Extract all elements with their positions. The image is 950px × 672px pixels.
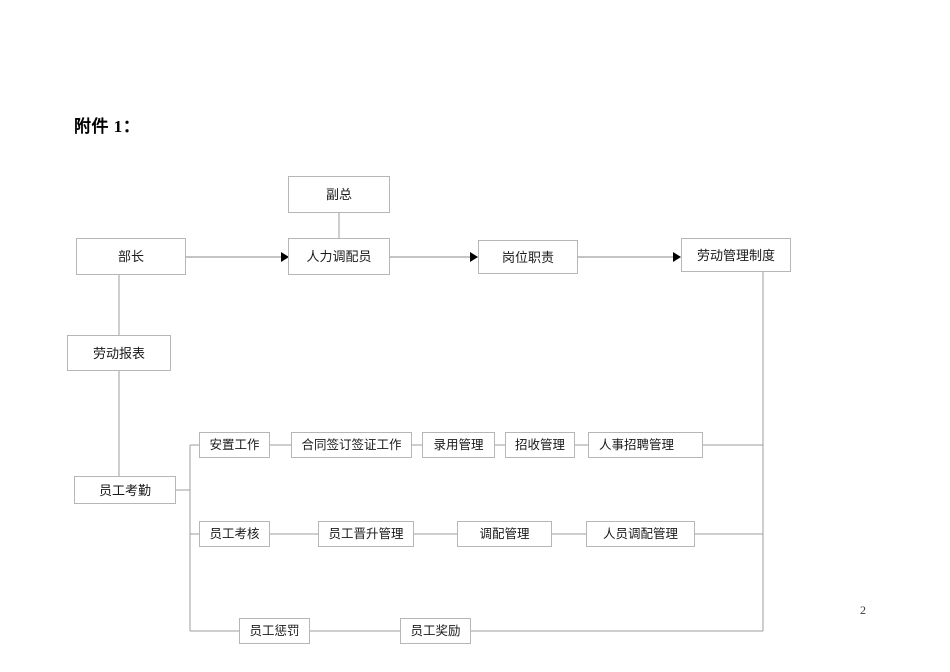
node-hr-allocator[interactable]: 人力调配员 <box>288 238 390 275</box>
node-personnel-recruitment-management[interactable]: 人事招聘管理 <box>588 432 703 458</box>
node-label-hr-allocator: 人力调配员 <box>306 249 372 264</box>
node-personnel-deployment-management[interactable]: 人员调配管理 <box>586 521 695 547</box>
node-label-employee-punishment: 员工惩罚 <box>249 623 300 638</box>
node-label-job-duties: 岗位职责 <box>501 249 554 265</box>
node-label-labor-management-system: 劳动管理制度 <box>696 247 775 263</box>
node-department-head[interactable]: 部长 <box>76 238 186 275</box>
node-recruitment-intake-management[interactable]: 招收管理 <box>505 432 575 458</box>
node-employment-management[interactable]: 录用管理 <box>422 432 495 458</box>
node-employee-assessment[interactable]: 员工考核 <box>199 521 270 547</box>
node-label-recruitment-intake-management: 招收管理 <box>514 437 565 452</box>
node-label-vice-president: 副总 <box>325 187 352 202</box>
page-number: 2 <box>860 603 866 617</box>
node-employee-punishment[interactable]: 员工惩罚 <box>239 618 310 644</box>
node-label-employee-attendance: 员工考勤 <box>98 482 151 498</box>
node-label-labor-report: 劳动报表 <box>92 345 145 361</box>
node-labor-report[interactable]: 劳动报表 <box>67 335 171 371</box>
node-label-deployment-management: 调配管理 <box>479 526 530 541</box>
arrowhead-jobduties-to-laborsystem <box>673 252 681 262</box>
node-employee-promotion-management[interactable]: 员工晋升管理 <box>318 521 414 547</box>
node-label-employee-assessment: 员工考核 <box>209 526 260 541</box>
node-label-employment-management: 录用管理 <box>433 437 484 452</box>
node-label-contract-signing-visa-work: 合同签订签证工作 <box>301 437 402 452</box>
node-label-personnel-recruitment-management: 人事招聘管理 <box>599 437 675 452</box>
node-job-duties[interactable]: 岗位职责 <box>478 240 578 274</box>
node-label-employee-promotion-management: 员工晋升管理 <box>328 526 404 541</box>
node-deployment-management[interactable]: 调配管理 <box>457 521 552 547</box>
arrowhead-hrallocator-to-jobduties <box>470 252 478 262</box>
node-vice-president[interactable]: 副总 <box>288 176 390 213</box>
node-placement-work[interactable]: 安置工作 <box>199 432 270 458</box>
node-label-placement-work: 安置工作 <box>209 437 260 452</box>
node-employee-attendance[interactable]: 员工考勤 <box>74 476 176 504</box>
node-contract-signing-visa-work[interactable]: 合同签订签证工作 <box>291 432 412 458</box>
node-labor-management-system[interactable]: 劳动管理制度 <box>681 238 791 272</box>
page-title: 附件 1： <box>74 117 141 136</box>
node-label-employee-reward: 员工奖励 <box>410 623 461 638</box>
node-label-department-head: 部长 <box>117 249 144 264</box>
node-label-personnel-deployment-management: 人员调配管理 <box>602 526 678 541</box>
node-employee-reward[interactable]: 员工奖励 <box>400 618 471 644</box>
